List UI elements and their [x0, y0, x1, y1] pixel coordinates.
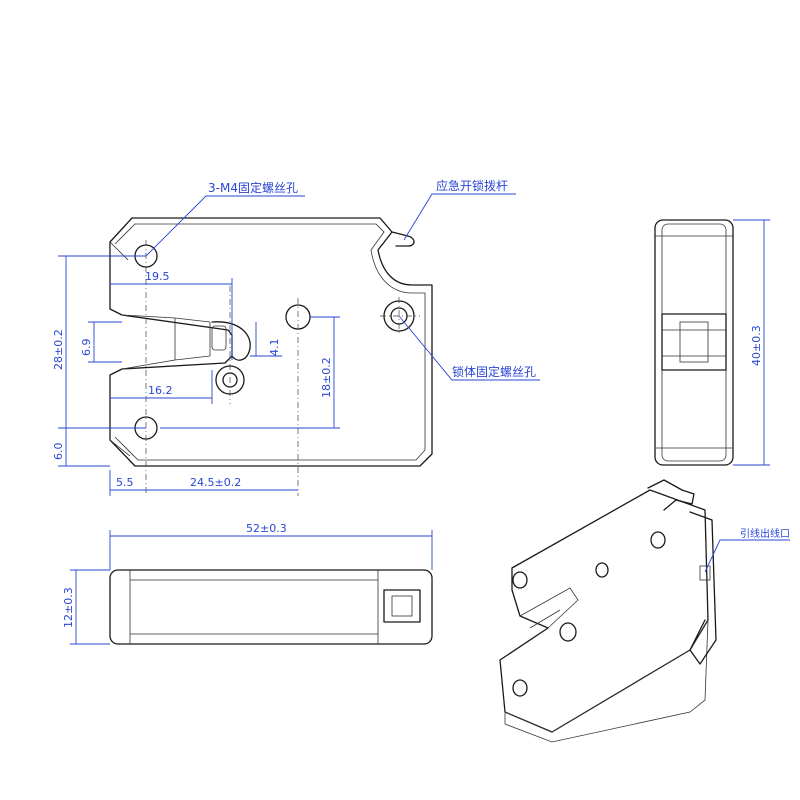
front-dimensions: 19.5 28±0.2 6.9 4.1 16.2 18±0.2 6.0 5.5 … — [52, 255, 340, 496]
isometric-view — [499, 479, 717, 743]
bottom-lever-block — [383, 589, 421, 623]
side-view: 40±0.3 — [654, 219, 770, 466]
dim-4-1: 4.1 — [268, 339, 281, 357]
callout-mounting-holes: 3-M4固定螺丝孔 — [208, 180, 298, 195]
dim-52: 52±0.3 — [246, 522, 287, 535]
side-body-inner — [661, 223, 727, 462]
front-view — [109, 217, 433, 496]
latch-slot-detail — [121, 314, 211, 370]
chamfer-top-left — [109, 241, 129, 261]
dim-6-9: 6.9 — [80, 339, 93, 357]
iso-wire-outlet — [699, 565, 711, 581]
iso-slot — [519, 587, 579, 629]
iso-right-face — [689, 511, 717, 665]
callout-body-screw-hole: 锁体固定螺丝孔 — [452, 364, 536, 379]
bottom-body-outline — [109, 569, 433, 645]
front-callouts: 3-M4固定螺丝孔 应急开锁拨杆 锁体固定螺丝孔 — [145, 178, 540, 381]
iso-lever-tab — [647, 479, 695, 511]
front-body-inner-edge — [114, 223, 426, 461]
iso-stud — [559, 622, 577, 642]
side-slot — [661, 313, 727, 371]
iso-hole-top-left — [512, 571, 528, 589]
latch-pin — [211, 325, 227, 351]
dim-19-5: 19.5 — [145, 270, 170, 283]
callout-wire-outlet: 引线出线口 — [740, 527, 790, 540]
side-body-outline — [654, 219, 734, 466]
iso-front-face — [504, 619, 709, 743]
dim-5-5: 5.5 — [116, 476, 134, 489]
bottom-view: 52±0.3 12±0.3 — [62, 522, 433, 645]
dim-24-5: 24.5±0.2 — [190, 476, 241, 489]
iso-top-face — [499, 489, 709, 733]
emergency-lever-tab — [391, 231, 415, 247]
iso-hole-top-right — [650, 531, 666, 549]
dim-28: 28±0.2 — [52, 329, 65, 370]
side-slot-core — [679, 321, 709, 363]
dim-40: 40±0.3 — [750, 325, 763, 366]
dim-12: 12±0.3 — [62, 587, 75, 628]
latch-hook — [211, 321, 251, 361]
dim-16-2: 16.2 — [148, 384, 173, 397]
wire-outlet-callout: 引线出线口 — [704, 527, 790, 573]
chamfer-bottom-left — [109, 439, 131, 457]
dim-18: 18±0.2 — [320, 357, 333, 398]
dim-6-0: 6.0 — [52, 443, 65, 461]
callout-emergency-lever: 应急开锁拨杆 — [436, 178, 508, 193]
iso-hole-middle — [595, 562, 609, 578]
iso-hole-bottom — [512, 679, 528, 697]
bottom-lever-inner — [391, 595, 413, 617]
